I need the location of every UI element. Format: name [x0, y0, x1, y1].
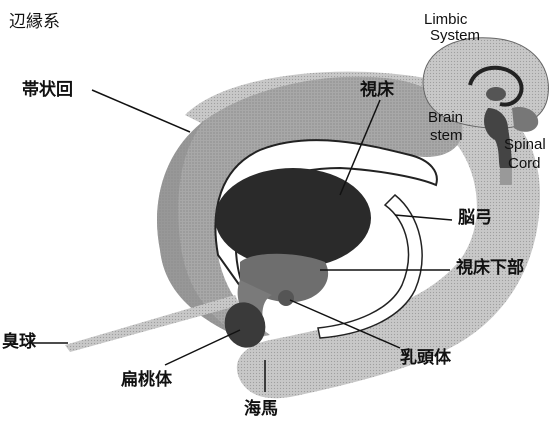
olfactory-bulb-label: 臭球	[2, 334, 36, 351]
fornix-label: 脳弓	[458, 210, 492, 227]
inset-spinal-cord-label-line2: Cord	[508, 156, 541, 171]
mammillary-body-shape	[278, 290, 294, 306]
inset-brain-stem-label-line1: Brain	[428, 110, 463, 125]
mammillary-body-label: 乳頭体	[400, 350, 451, 367]
hypothalamus-label: 視床下部	[456, 260, 524, 277]
amygdala-label: 扁桃体	[121, 372, 172, 389]
inset-limbic-system-label-line2: System	[430, 28, 480, 43]
cingulate-leader	[92, 90, 190, 132]
inset-thalamus	[486, 87, 506, 101]
hippocampus-label: 海馬	[244, 401, 278, 418]
amygdala-leader	[165, 330, 240, 365]
thalamus-label: 視床	[360, 82, 394, 99]
inset-spinal-cord-label-line1: Spinal	[504, 137, 546, 152]
page-title: 辺縁系	[9, 14, 60, 31]
cingulate-gyrus-label: 帯状回	[22, 82, 73, 99]
inset-brain-stem-label-line2: stem	[430, 128, 463, 143]
thalamus-shape	[215, 168, 371, 268]
inset-limbic-system-label-line1: Limbic	[424, 12, 467, 27]
